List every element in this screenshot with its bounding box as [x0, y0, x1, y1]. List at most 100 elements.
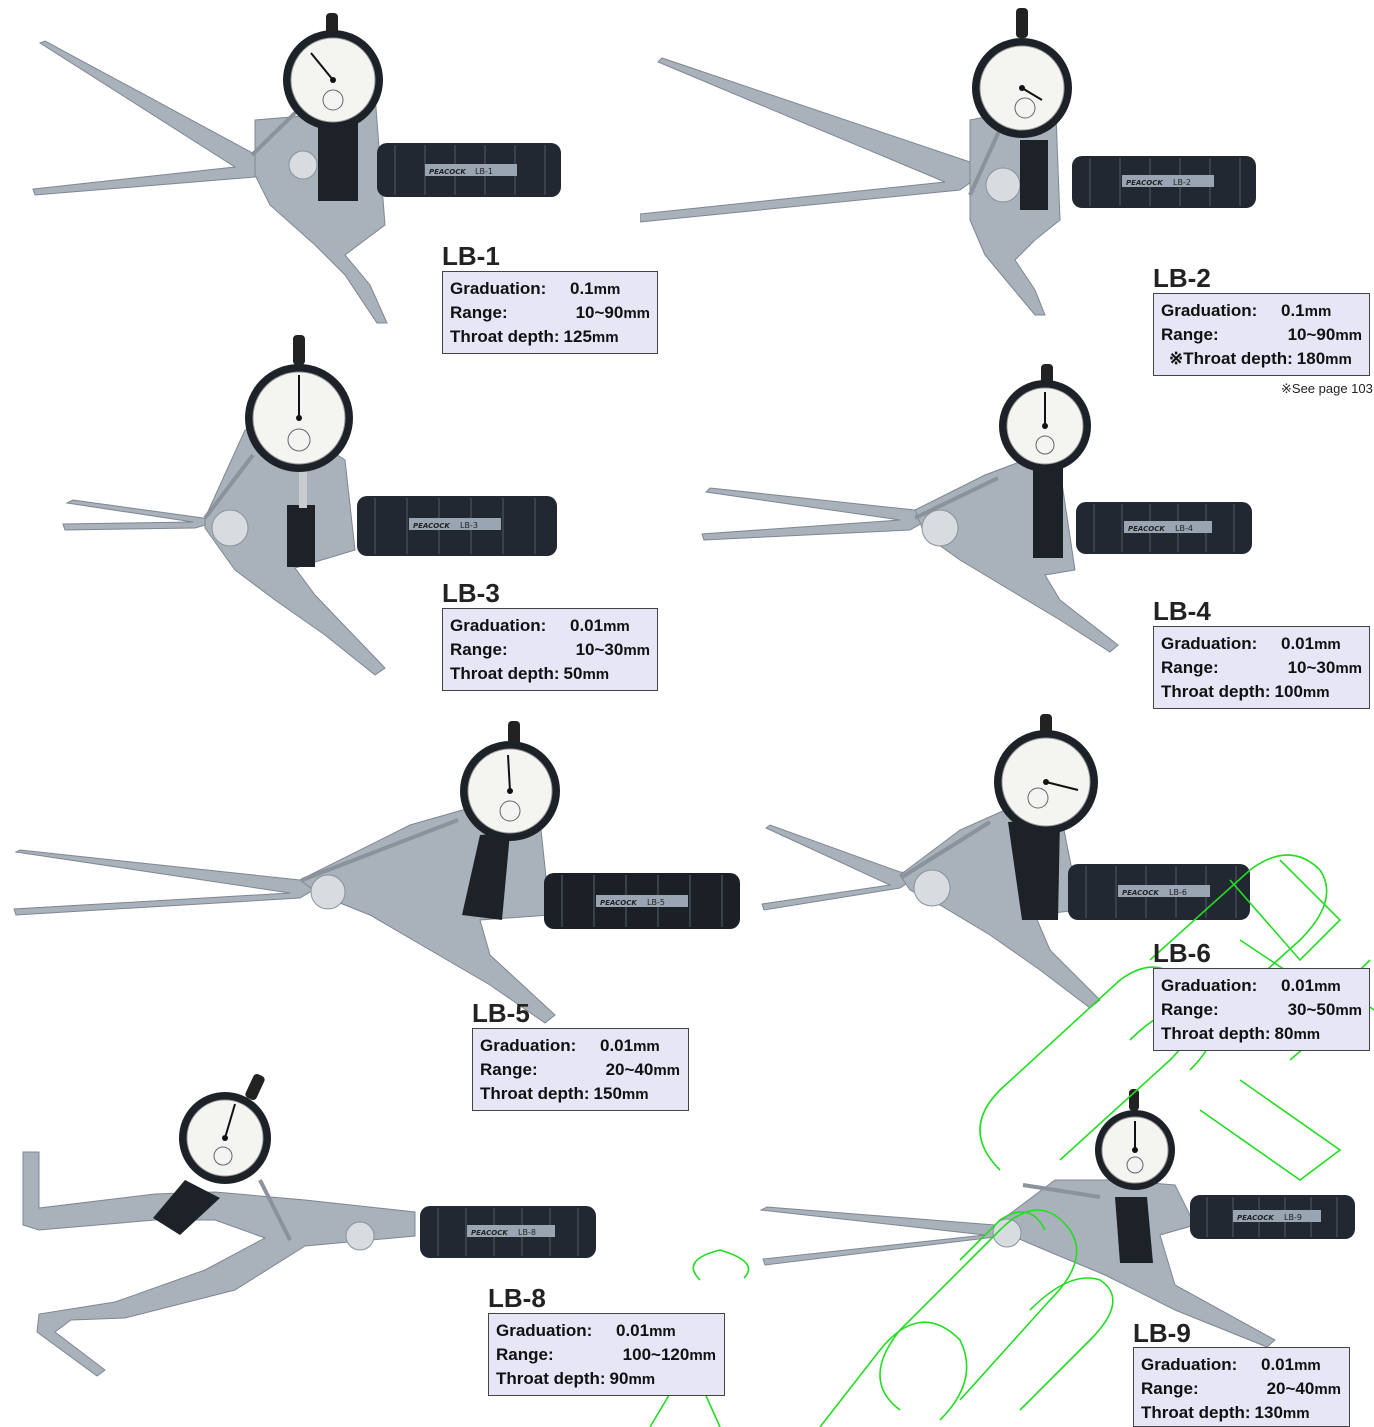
spec-row-range: Range:10~90mm: [1161, 323, 1362, 347]
grip-model-label: LB-2: [1173, 178, 1191, 187]
spec-row-graduation: Graduation: 0.01mm: [480, 1034, 681, 1058]
throat-depth-label: Throat depth:: [450, 664, 560, 683]
throat-depth-value: 100mm: [1274, 682, 1330, 701]
model-title-lb-1: LB-1: [442, 241, 500, 271]
spec-row-range: Range:10~30mm: [450, 638, 650, 662]
spec-box-lb-8: Graduation: 0.01mm Range: 100~120mm Throat…: [488, 1313, 725, 1396]
grip-brand-label: PEACOCK: [1126, 179, 1163, 187]
spec-row-range: Range: 100~120mm: [496, 1343, 717, 1367]
tool-image-lb-8: PEACOCK LB-8: [22, 1073, 596, 1377]
range-label: Range:: [450, 640, 508, 659]
throat-depth-value: 180mm: [1296, 349, 1352, 368]
spec-row-graduation: Graduation: 0.01mm: [1161, 632, 1362, 656]
spec-row-throat-depth: Throat depth:125mm: [450, 325, 650, 349]
throat-depth-label: Throat depth:: [1161, 682, 1271, 701]
graduation-value: 0.01mm: [570, 616, 630, 635]
graduation-label: Graduation:: [450, 279, 547, 298]
spec-row-range: Range: 30~50mm: [1161, 998, 1362, 1022]
model-title-lb-6: LB-6: [1153, 938, 1211, 968]
spec-row-throat-depth: Throat depth:80mm: [1161, 1022, 1362, 1046]
throat-depth-label: Throat depth:: [480, 1084, 590, 1103]
tool-image-lb-5: PEACOCK LB-5: [13, 721, 740, 1024]
spec-row-graduation: Graduation: 0.1mm: [1161, 299, 1362, 323]
grip-model-label: LB-4: [1175, 524, 1193, 533]
grip-brand-label: PEACOCK: [1237, 1214, 1274, 1222]
grip-brand-label: PEACOCK: [600, 899, 637, 907]
grip-model-label: LB-1: [475, 167, 493, 176]
tool-image-lb-2: PEACOCK LB-2: [640, 8, 1256, 316]
spec-row-range: Range: 10~30mm: [1161, 656, 1362, 680]
graduation-value: 0.1mm: [1281, 301, 1332, 320]
graduation-value: 0.01mm: [1261, 1355, 1321, 1374]
model-title-lb-8: LB-8: [488, 1283, 546, 1313]
tool-image-lb-6: PEACOCK LB-6: [761, 714, 1250, 1009]
spec-box-lb-2: Graduation: 0.1mm Range:10~90mm ※Throat d…: [1153, 293, 1370, 376]
range-label: Range:: [1161, 658, 1219, 677]
spec-row-range: Range:20~40mm: [480, 1058, 681, 1082]
range-value: 10~30mm: [1287, 658, 1362, 677]
spec-row-graduation: Graduation: 0.01mm: [1161, 974, 1362, 998]
throat-depth-value: 80mm: [1274, 1024, 1321, 1043]
range-label: Range:: [450, 303, 508, 322]
spec-row-throat-depth: Throat depth:130mm: [1141, 1401, 1342, 1425]
throat-depth-label: Throat depth:: [1161, 1024, 1271, 1043]
spec-box-lb-5: Graduation: 0.01mm Range:20~40mm Throat d…: [472, 1028, 689, 1111]
range-value: 30~50mm: [1287, 1000, 1362, 1019]
throat-depth-value: 130mm: [1254, 1403, 1310, 1422]
range-label: Range:: [1161, 1000, 1219, 1019]
throat-depth-label: Throat depth:: [1141, 1403, 1251, 1422]
graduation-value: 0.01mm: [1281, 976, 1341, 995]
spec-row-throat-depth: Throat depth:90mm: [496, 1367, 717, 1391]
spec-row-graduation: Graduation:0.1mm: [450, 277, 650, 301]
model-title-lb-3: LB-3: [442, 578, 500, 608]
throat-depth-label: Throat depth:: [496, 1369, 606, 1388]
throat-depth-value: 150mm: [593, 1084, 649, 1103]
tool-image-lb-1: PEACOCK LB-1: [32, 13, 561, 324]
graduation-label: Graduation:: [450, 616, 547, 635]
spec-box-lb-1: Graduation:0.1mm Range: 10~90mm Throat de…: [442, 271, 658, 354]
grip-brand-label: PEACOCK: [429, 168, 466, 176]
grip-model-label: LB-9: [1284, 1213, 1302, 1222]
throat-depth-label: Throat depth:: [450, 327, 560, 346]
grip-brand-label: PEACOCK: [1122, 889, 1159, 897]
range-value: 100~120mm: [622, 1345, 716, 1364]
spec-box-lb-4: Graduation: 0.01mm Range: 10~30mm Throat d…: [1153, 626, 1370, 709]
range-value: 10~90mm: [575, 303, 650, 322]
graduation-label: Graduation:: [496, 1321, 593, 1340]
spec-row-graduation: Graduation: 0.01mm: [496, 1319, 717, 1343]
model-title-lb-9: LB-9: [1133, 1318, 1191, 1348]
range-value: 20~40mm: [1266, 1379, 1341, 1398]
throat-depth-value: 125mm: [563, 327, 619, 346]
graduation-label: Graduation:: [1161, 301, 1258, 320]
model-title-lb-4: LB-4: [1153, 596, 1211, 626]
grip-model-label: LB-6: [1169, 888, 1187, 897]
grip-brand-label: PEACOCK: [1128, 525, 1165, 533]
graduation-label: Graduation:: [1161, 976, 1258, 995]
grip-model-label: LB-3: [460, 521, 478, 530]
spec-row-throat-depth: Throat depth:50mm: [450, 662, 650, 686]
footnote-see-page: ※See page 103: [1281, 381, 1373, 396]
model-title-lb-2: LB-2: [1153, 263, 1211, 293]
graduation-value: 0.01mm: [600, 1036, 660, 1055]
range-label: Range:: [496, 1345, 554, 1364]
grip-model-label: LB-8: [518, 1228, 536, 1237]
spec-row-throat-depth: Throat depth:150mm: [480, 1082, 681, 1106]
graduation-label: Graduation:: [1161, 634, 1258, 653]
spec-box-lb-6: Graduation: 0.01mm Range: 30~50mm Throat d…: [1153, 968, 1370, 1051]
grip-brand-label: PEACOCK: [471, 1229, 508, 1237]
grip-model-label: LB-5: [647, 898, 665, 907]
throat-depth-value: 50mm: [563, 664, 610, 683]
model-title-lb-5: LB-5: [472, 998, 530, 1028]
spec-box-lb-9: Graduation:0.01mm Range: 20~40mm Throat d…: [1133, 1347, 1350, 1427]
spec-row-throat-depth: ※Throat depth:180mm: [1161, 347, 1362, 371]
tool-image-lb-4: PEACOCK LB-4: [701, 364, 1252, 653]
throat-depth-value: 90mm: [609, 1369, 656, 1388]
spec-row-graduation: Graduation:0.01mm: [1141, 1353, 1342, 1377]
throat-depth-label: ※Throat depth:: [1169, 349, 1293, 368]
grip-brand-label: PEACOCK: [413, 522, 450, 530]
range-label: Range:: [1141, 1379, 1199, 1398]
graduation-label: Graduation:: [480, 1036, 577, 1055]
spec-row-range: Range: 20~40mm: [1141, 1377, 1342, 1401]
graduation-value: 0.01mm: [1281, 634, 1341, 653]
graduation-value: 0.01mm: [616, 1321, 676, 1340]
